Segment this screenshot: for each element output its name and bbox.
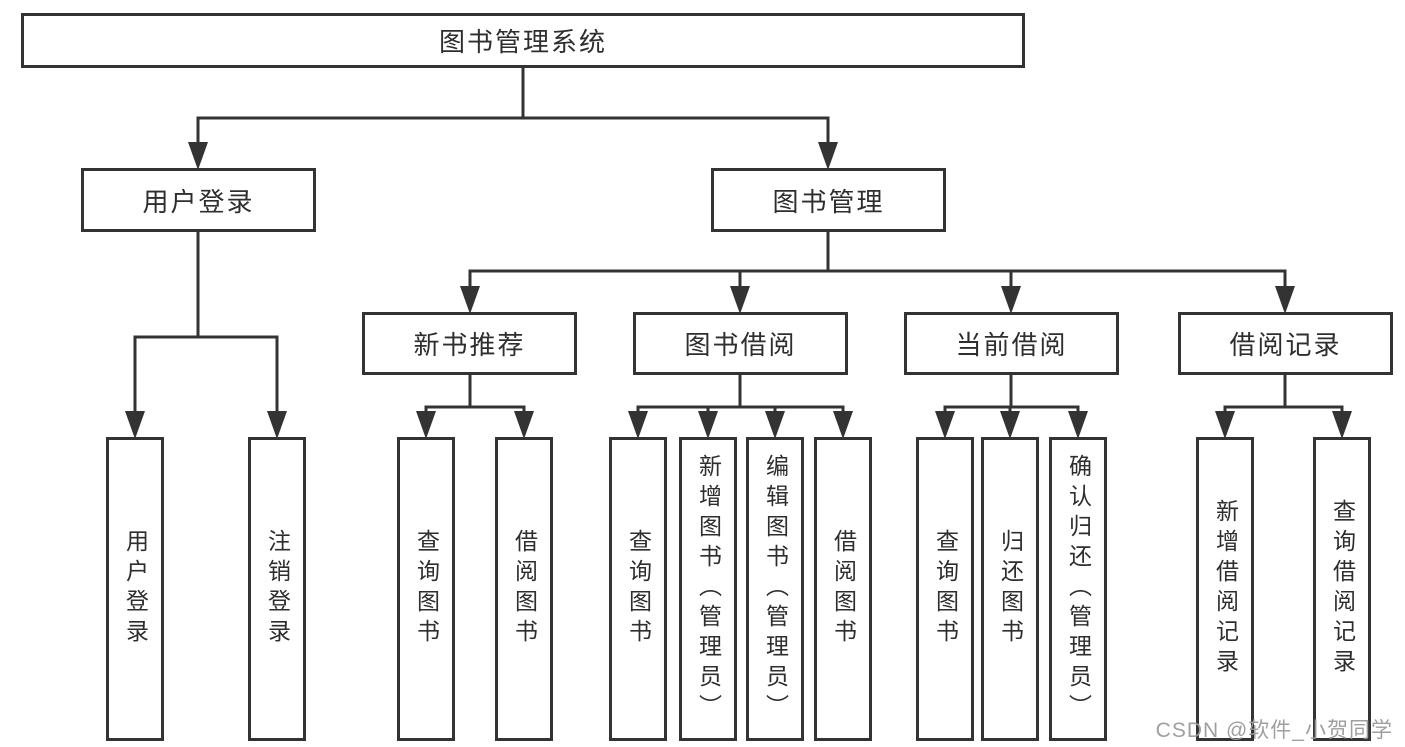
leaf-edit-books-admin: 编辑图书（管理员）	[746, 437, 804, 741]
node-current-borrowing: 当前借阅	[904, 312, 1119, 375]
node-book-management: 图书管理	[711, 168, 946, 232]
leaf-label: 借阅图书	[511, 529, 538, 649]
leaf-return-books: 归还图书	[981, 437, 1039, 741]
node-library-management-system: 图书管理系统	[21, 13, 1025, 68]
leaf-borrow-books-recommend: 借阅图书	[495, 437, 553, 741]
node-user-login: 用户登录	[81, 168, 316, 232]
leaf-label: 编辑图书（管理员）	[762, 454, 789, 724]
leaf-label: 归还图书	[997, 529, 1024, 649]
leaf-label: 确认归还（管理员）	[1065, 454, 1092, 724]
leaf-add-books-admin: 新增图书（管理员）	[679, 437, 737, 741]
leaf-label: 借阅图书	[830, 529, 857, 649]
csdn-watermark: CSDN @软件_小贺同学	[1155, 719, 1393, 742]
node-book-borrowing: 图书借阅	[633, 312, 848, 375]
node-borrowing-records: 借阅记录	[1178, 312, 1393, 375]
node-new-book-recommendation: 新书推荐	[362, 312, 577, 375]
leaf-borrow-books: 借阅图书	[814, 437, 872, 741]
leaf-user-login: 用户登录	[106, 437, 164, 741]
leaf-label: 查询图书	[413, 529, 440, 649]
leaf-query-borrow-record: 查询借阅记录	[1313, 437, 1371, 741]
leaf-label: 新增借阅记录	[1212, 499, 1239, 679]
leaf-label: 新增图书（管理员）	[695, 454, 722, 724]
leaf-label: 用户登录	[122, 529, 149, 649]
leaf-query-books-current: 查询图书	[916, 437, 974, 741]
leaf-logout: 注销登录	[248, 437, 306, 741]
leaf-label: 查询借阅记录	[1329, 499, 1356, 679]
leaf-query-books-recommend: 查询图书	[397, 437, 455, 741]
leaf-label: 查询图书	[625, 529, 652, 649]
leaf-query-books-borrow: 查询图书	[609, 437, 667, 741]
leaf-label: 注销登录	[264, 529, 291, 649]
leaf-confirm-return-admin: 确认归还（管理员）	[1049, 437, 1107, 741]
leaf-add-borrow-record: 新增借阅记录	[1196, 437, 1254, 741]
leaf-label: 查询图书	[932, 529, 959, 649]
